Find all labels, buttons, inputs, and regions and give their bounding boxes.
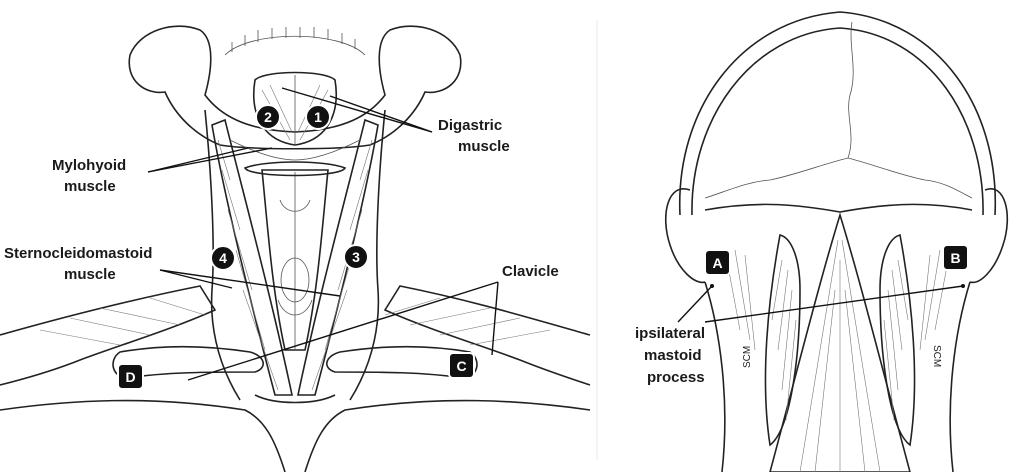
- mylohyoid-label-line2: muscle: [64, 178, 116, 195]
- clavicle-label: Clavicle: [502, 263, 559, 280]
- digastric-label-line1: Digastric: [438, 117, 502, 134]
- svg-text:D: D: [125, 369, 135, 385]
- scm-right-label: SCM: [931, 345, 942, 367]
- badge-3: 3: [343, 244, 369, 270]
- svg-text:A: A: [712, 255, 722, 271]
- mastoid-label-line1: ipsilateral: [635, 325, 705, 342]
- sternocleidomastoid-label-line1: Sternocleidomastoid: [4, 245, 152, 262]
- front-labels: Digastric muscle Mylohyoid muscle Sterno…: [4, 117, 559, 283]
- badge-1: 1: [305, 104, 331, 130]
- badge-2: 2: [255, 104, 281, 130]
- sternocleidomastoid-label-line2: muscle: [64, 266, 116, 283]
- badge-4: 4: [210, 245, 236, 271]
- mastoid-label-line3: process: [647, 369, 705, 386]
- badge-A: A: [704, 249, 731, 276]
- front-leader-lines: [147, 87, 499, 381]
- svg-text:4: 4: [219, 250, 227, 266]
- svg-text:3: 3: [352, 249, 360, 265]
- badge-B: B: [942, 244, 969, 271]
- svg-text:1: 1: [314, 109, 322, 125]
- mylohyoid-label-line1: Mylohyoid: [52, 157, 126, 174]
- badge-C: C: [448, 352, 475, 379]
- scm-left-label: SCM: [742, 346, 753, 368]
- svg-text:2: 2: [264, 109, 272, 125]
- back-labels: ipsilateral mastoid process SCM SCM: [635, 325, 942, 386]
- digastric-label-line2: muscle: [458, 138, 510, 155]
- badge-D: D: [117, 363, 144, 390]
- back-leader-lines: [677, 285, 964, 323]
- svg-text:C: C: [456, 358, 466, 374]
- back-head-drawing: [664, 11, 1009, 472]
- mastoid-label-line2: mastoid: [644, 347, 702, 364]
- svg-text:B: B: [950, 250, 960, 266]
